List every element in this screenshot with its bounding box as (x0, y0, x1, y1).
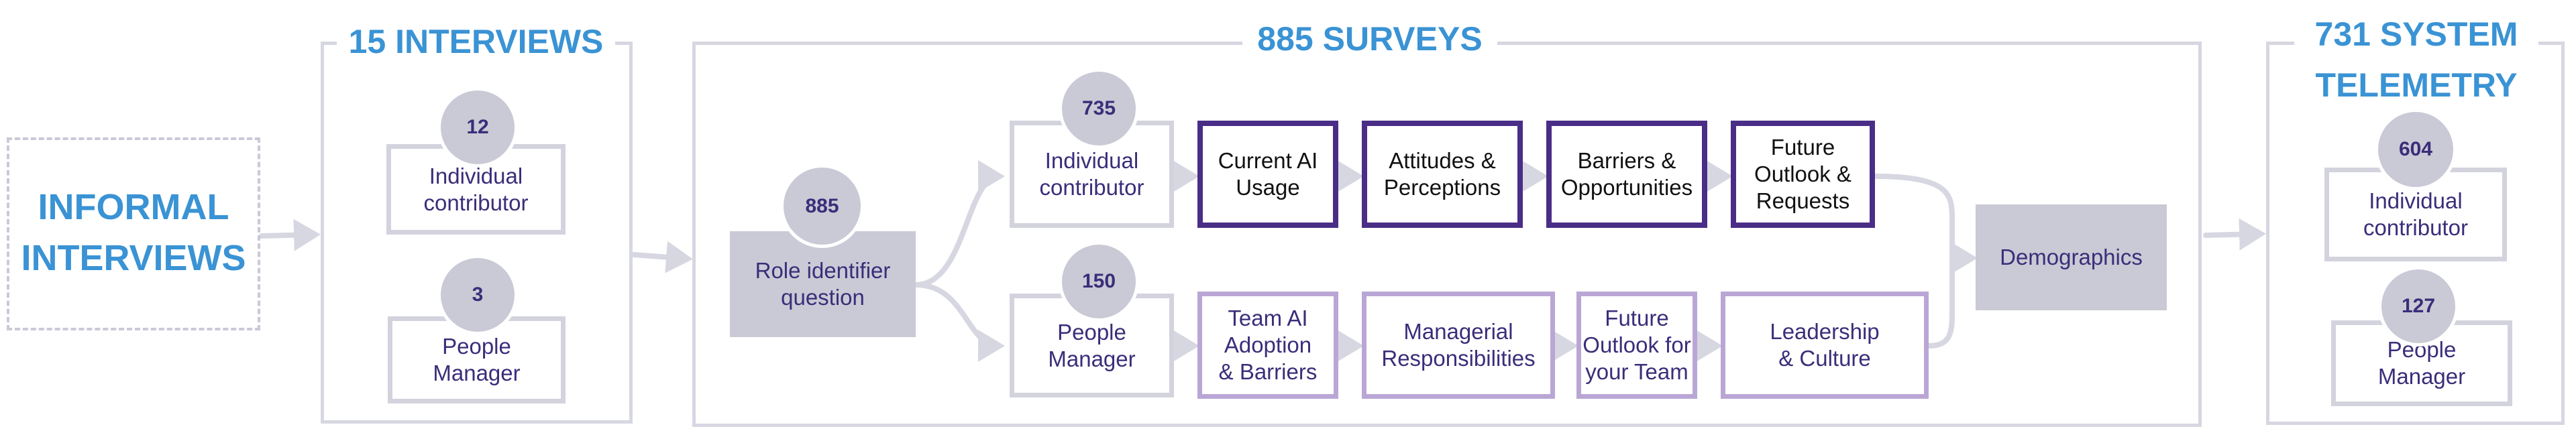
interviews-manager-count: 3 (437, 255, 518, 335)
survey-manager-count: 150 (1059, 241, 1139, 322)
role-identifier-box: Role identifier question (730, 231, 916, 337)
survey-individual-box: Individual contributor (1010, 121, 1174, 228)
arrow-pm-to-demographics (1926, 255, 1955, 349)
telemetry-title: 731 SYSTEM TELEMETRY (2294, 9, 2538, 111)
arrow-ic-to-demographics (1872, 174, 1978, 274)
pm-step-team-ai-adoption: Team AI Adoption & Barriers (1197, 292, 1338, 399)
interviews-title: 15 INTERVIEWS (337, 21, 615, 62)
ic-step-current-ai-usage: Current AI Usage (1197, 121, 1338, 228)
role-identifier-count: 885 (780, 164, 864, 248)
ic-step-future-outlook-requests: Future Outlook & Requests (1731, 121, 1875, 228)
demographics-box: Demographics (1976, 204, 2167, 310)
ic-step-attitudes-perceptions: Attitudes & Perceptions (1362, 121, 1523, 228)
pm-step-managerial-responsibilities: Managerial Responsibilities (1362, 292, 1555, 399)
ic-step-barriers-opportunities: Barriers & Opportunities (1546, 121, 1707, 228)
arrow-surveys-to-telemetry (2203, 218, 2266, 251)
telemetry-manager-count: 127 (2378, 266, 2459, 347)
arrow-role-to-individual (913, 160, 1005, 288)
surveys-title: 885 SURVEYS (1242, 19, 1497, 59)
arrow-interviews-to-surveys (631, 241, 693, 273)
informal-interviews-box (7, 137, 260, 330)
pm-step-leadership-culture: Leadership & Culture (1721, 292, 1929, 399)
interviews-individual-count: 12 (437, 87, 518, 168)
survey-individual-count: 735 (1059, 68, 1139, 149)
arrow-informal-to-interviews (259, 218, 321, 251)
telemetry-manager-box: People Manager (2331, 320, 2512, 406)
pm-step-future-outlook-team: Future Outlook for your Team (1576, 292, 1697, 399)
informal-interviews-title: INFORMAL INTERVIEWS (21, 187, 246, 278)
telemetry-individual-count: 604 (2375, 109, 2457, 190)
arrow-role-to-manager (913, 282, 1005, 362)
